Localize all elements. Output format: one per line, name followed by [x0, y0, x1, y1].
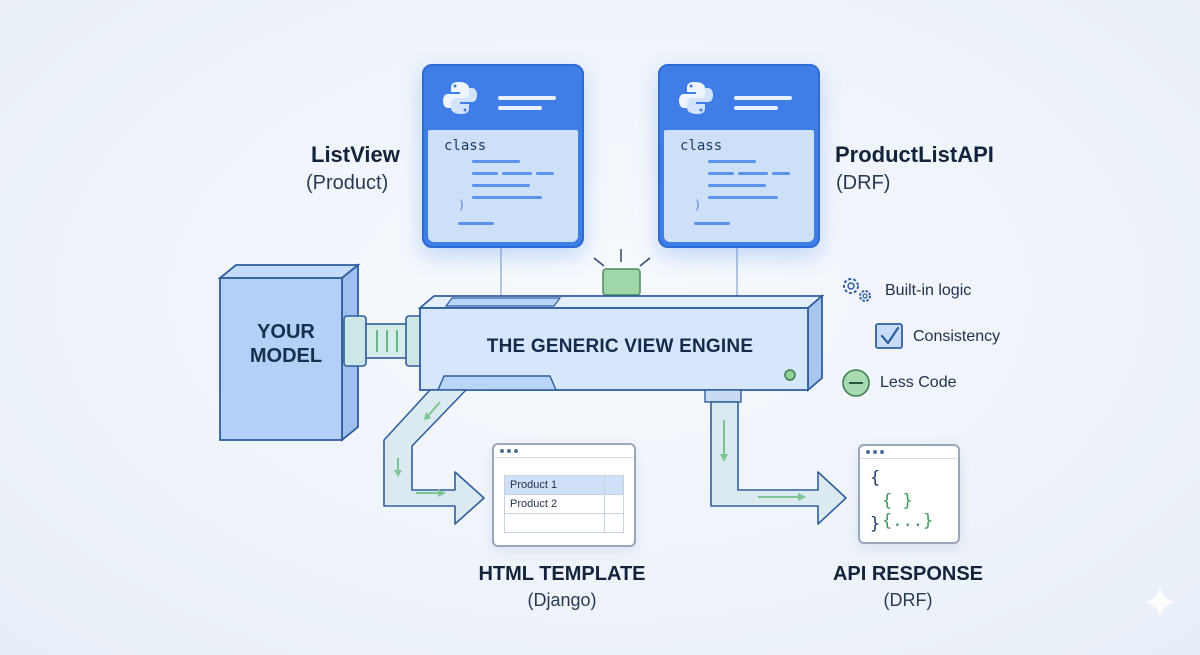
- class-keyword: class: [444, 138, 487, 154]
- sparkle-icon: [1144, 586, 1176, 618]
- table-cell: [604, 494, 624, 514]
- closing-paren: ): [694, 198, 702, 212]
- listview-title: ListView: [311, 142, 400, 167]
- card-code-body: class ): [428, 130, 578, 242]
- table-cell: Product 2: [503, 494, 606, 514]
- model-coupling: [343, 315, 423, 367]
- table-cell: [503, 513, 606, 533]
- html-template-window: Product 1 Product 2: [492, 443, 636, 547]
- html-template-title: HTML TEMPLATE: [478, 563, 646, 585]
- class-keyword: class: [680, 138, 723, 154]
- table-cell: Product 1: [503, 475, 606, 495]
- product-table: Product 1 Product 2: [503, 475, 624, 533]
- card-header: [660, 66, 818, 130]
- table-cell: [604, 475, 624, 495]
- minus-circle-icon: [842, 369, 870, 397]
- listview-subtitle: (Product): [306, 172, 389, 194]
- feature-consistency: Consistency: [913, 328, 1001, 345]
- window-titlebar: [860, 446, 958, 459]
- productlistapi-title: ProductListAPI: [835, 142, 994, 167]
- model-box: [217, 263, 361, 442]
- pipe-to-html: [383, 389, 485, 525]
- card-header: [424, 66, 582, 130]
- productlistapi-code-card: class ): [658, 64, 820, 248]
- api-response-subtitle: (DRF): [883, 590, 933, 610]
- card-code-body: class ): [664, 130, 814, 242]
- table-row: [503, 513, 624, 533]
- python-logo-icon: [443, 82, 477, 114]
- signal-light: [593, 249, 651, 296]
- feature-less-code: Less Code: [880, 374, 957, 391]
- checkbox-icon: [875, 323, 903, 349]
- engine-label: THE GENERIC VIEW ENGINE: [486, 336, 754, 357]
- pipe-to-api: [704, 389, 847, 525]
- table-row: Product 1: [503, 475, 624, 495]
- table-cell: [604, 513, 624, 533]
- api-response-title: API RESPONSE: [832, 563, 984, 585]
- model-label-line1: YOUR: [257, 321, 315, 343]
- feature-built-in-logic: Built-in logic: [885, 282, 972, 299]
- html-template-subtitle: (Django): [527, 590, 597, 610]
- listview-code-card: class ): [422, 64, 584, 248]
- model-label: YOUR MODEL: [222, 320, 350, 368]
- json-close-brace: }: [870, 514, 881, 534]
- productlistapi-subtitle: (DRF): [836, 172, 891, 194]
- model-label-line2: MODEL: [249, 345, 323, 367]
- closing-paren: ): [458, 198, 466, 212]
- window-titlebar: [494, 445, 634, 458]
- json-open-brace: {: [870, 468, 881, 488]
- gears-icon: [843, 278, 871, 302]
- python-logo-icon: [679, 82, 713, 114]
- engine-body: [417, 294, 825, 392]
- api-response-window: { { } {...} }: [858, 444, 960, 544]
- table-row: Product 2: [503, 494, 624, 514]
- json-content: { } {...}: [882, 491, 934, 531]
